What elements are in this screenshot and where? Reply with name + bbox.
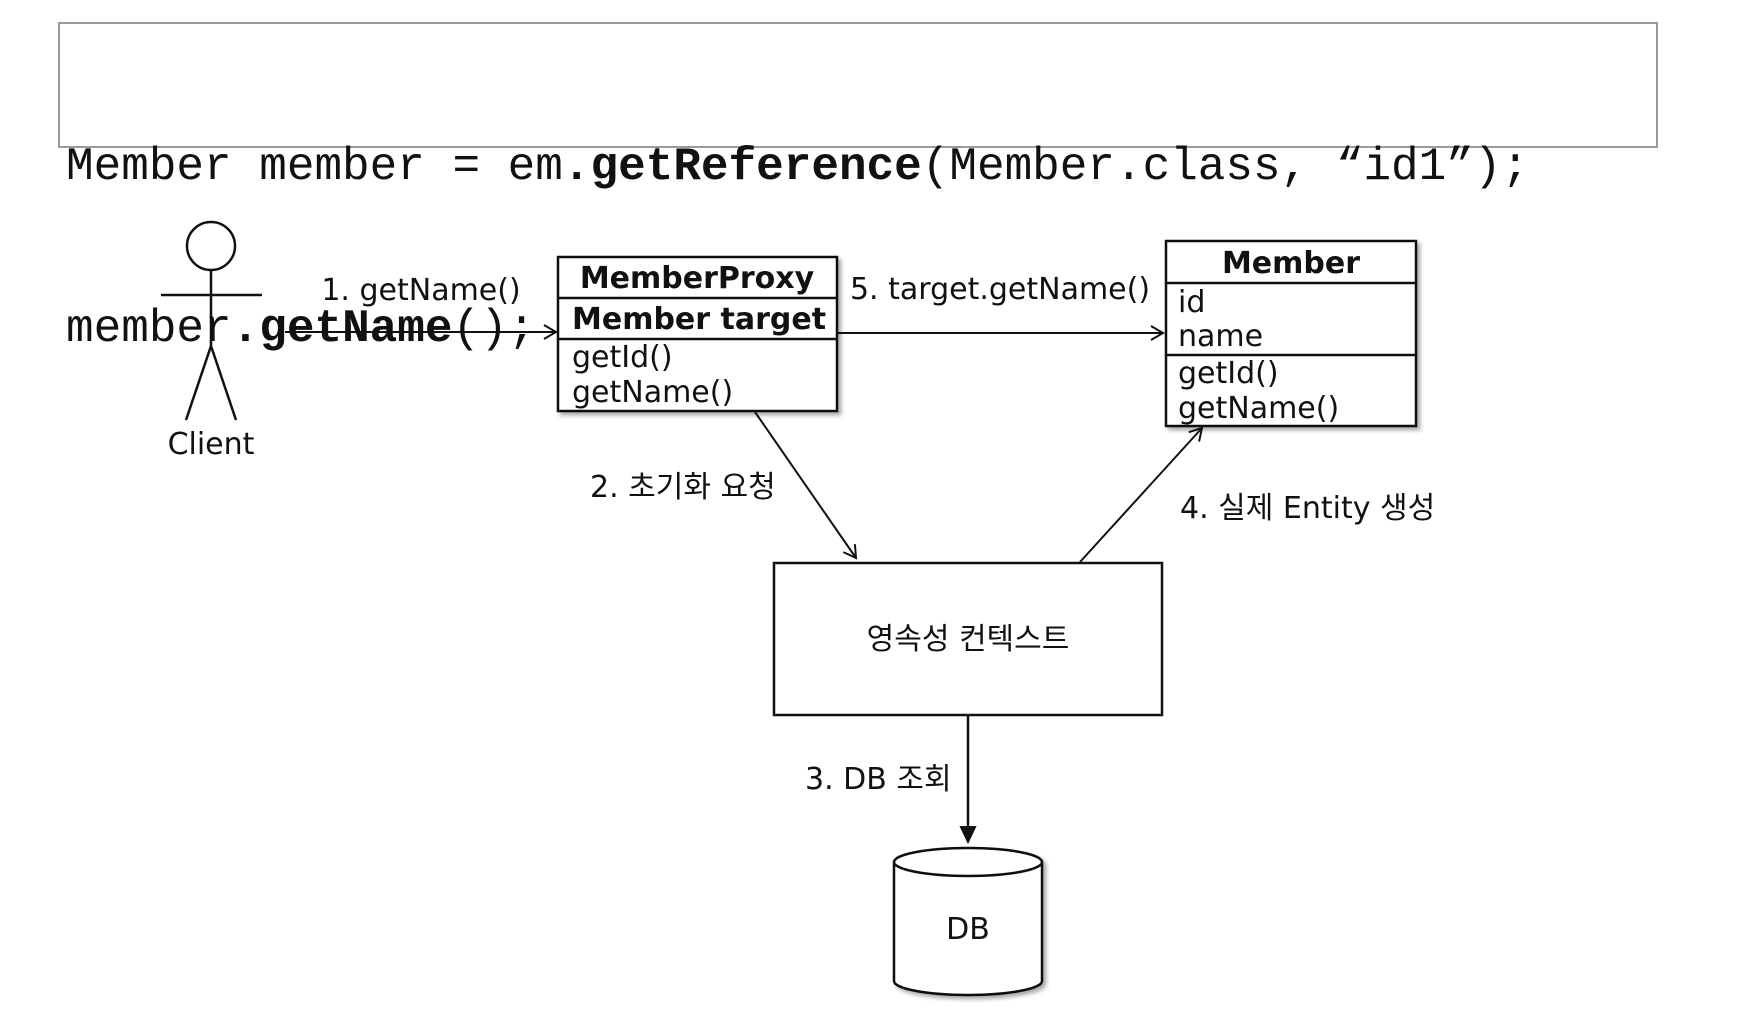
member-entity-box bbox=[1164, 239, 1418, 428]
arrow-4-line bbox=[1079, 426, 1204, 563]
db-cylinder-top bbox=[892, 846, 1044, 878]
context-label: 영속성 컨텍스트 bbox=[867, 622, 1070, 657]
code-snippet: Member member = em.getReference(Member.c… bbox=[58, 22, 1658, 355]
db-cylinder-body bbox=[892, 862, 1044, 997]
arrow-step-3: 3. DB 조회 bbox=[805, 715, 968, 842]
arrow-step-5: 5. target.getName() bbox=[837, 272, 1165, 341]
step-4-label: 4. 실제 Entity 생성 bbox=[1180, 491, 1435, 526]
proxy-field: Member target bbox=[572, 302, 826, 337]
proxy-title: MemberProxy bbox=[580, 261, 815, 296]
actor-leg-left bbox=[184, 345, 213, 421]
step-3-label: 3. DB 조회 bbox=[805, 762, 952, 797]
code-method: getReference bbox=[590, 141, 922, 193]
member-method: getId() bbox=[1178, 356, 1279, 391]
proxy-method: getId() bbox=[572, 340, 673, 375]
code-dot: . bbox=[562, 141, 591, 193]
code-line-2: member.getName(); bbox=[66, 302, 1656, 356]
member-frame bbox=[1164, 239, 1418, 428]
member-method: getName() bbox=[1178, 391, 1339, 426]
database-icon bbox=[892, 846, 1044, 997]
code-method: getName bbox=[259, 303, 453, 355]
arrow-step-1: 1. getName() bbox=[285, 273, 558, 340]
arrow-2-line bbox=[754, 411, 858, 560]
member-field: name bbox=[1178, 319, 1263, 354]
step-2-label: 2. 초기화 요청 bbox=[590, 470, 776, 505]
proxy-method: getName() bbox=[572, 375, 733, 410]
context-frame bbox=[772, 561, 1164, 717]
code-text: (); bbox=[452, 303, 536, 355]
member-field: id bbox=[1178, 285, 1205, 320]
db-label: DB bbox=[946, 912, 990, 947]
client-label: Client bbox=[168, 427, 255, 462]
step-5-label: 5. target.getName() bbox=[850, 272, 1150, 307]
actor-head bbox=[185, 220, 237, 272]
arrow-step-2: 2. 초기화 요청 bbox=[590, 411, 858, 560]
persistence-context-box: 영속성 컨텍스트 bbox=[772, 561, 1164, 717]
code-text: Member member = em bbox=[66, 141, 563, 193]
code-text: (Member.class, “id1”); bbox=[921, 141, 1530, 193]
actor-leg-right bbox=[209, 345, 238, 421]
code-dot: . bbox=[231, 303, 260, 355]
code-text: member bbox=[66, 303, 232, 355]
member-title: Member bbox=[1222, 246, 1360, 281]
code-line-1: Member member = em.getReference(Member.c… bbox=[66, 140, 1656, 194]
arrow-step-4: 4. 실제 Entity 생성 bbox=[1079, 426, 1435, 563]
step-1-label: 1. getName() bbox=[321, 273, 520, 308]
client-actor: Client bbox=[161, 220, 262, 462]
